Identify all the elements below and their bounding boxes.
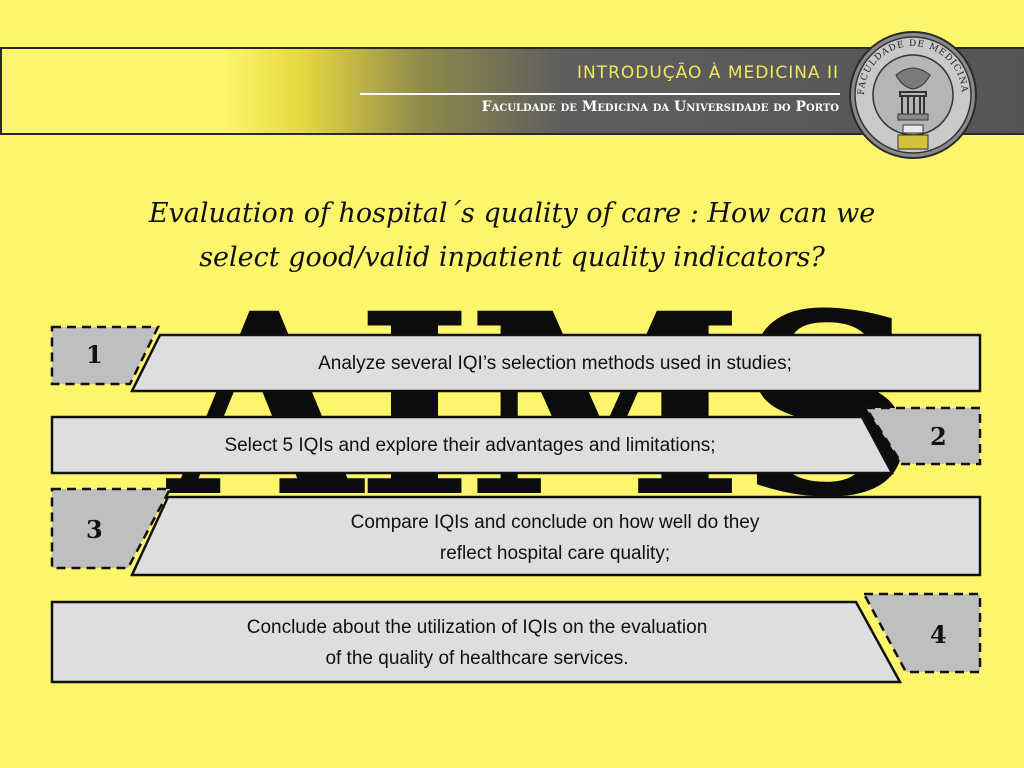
aim-3-text-line-2: reflect hospital care quality; [439, 543, 671, 564]
slide-title-line-2: select good/valid inpatient quality indi… [199, 242, 825, 273]
aims-watermark: AIMS [168, 258, 918, 552]
aim-1-number-tab [50, 325, 161, 386]
aim-2-box [50, 415, 895, 475]
aim-1-box [130, 333, 982, 393]
aim-3-text: Compare IQIs and conclude on how well do… [230, 507, 880, 569]
header-divider [360, 93, 840, 95]
aim-2-text: Select 5 IQIs and explore their advantag… [80, 430, 860, 461]
faculty-name: Faculdade de Medicina da Universidade do… [481, 99, 839, 115]
aim-4-text-line-1: Conclude about the utilization of IQIs o… [246, 617, 708, 638]
aim-1-text-line-1: Analyze several IQI’s selection methods … [318, 353, 792, 374]
aim-3-box [130, 495, 982, 577]
aim-1-number: 1 [86, 340, 103, 369]
aim-3-number-tab [50, 487, 173, 570]
aim-2-text-line-1: Select 5 IQIs and explore their advantag… [224, 435, 716, 456]
faculty-seal-icon: FACULDADE DE MEDICINA DO PORTO [848, 30, 977, 159]
aim-3-number: 3 [86, 515, 103, 544]
slide-title: Evaluation of hospital´s quality of care… [40, 192, 984, 280]
aim-4-text-line-2: of the quality of healthcare services. [325, 648, 629, 669]
course-title: INTRODUÇÃO À MEDICINA II [576, 63, 839, 83]
aim-4-number-tab [862, 592, 982, 674]
aim-4-text: Conclude about the utilization of IQIs o… [127, 612, 827, 674]
aim-1-text: Analyze several IQI’s selection methods … [180, 348, 930, 379]
aim-4-box [50, 600, 903, 684]
aim-3-text-line-1: Compare IQIs and conclude on how well do… [350, 512, 760, 533]
aim-4-number: 4 [930, 620, 947, 649]
slide-title-line-1: Evaluation of hospital´s quality of care… [148, 198, 876, 229]
aim-2-number: 2 [930, 422, 947, 451]
aim-2-number-tab [864, 406, 982, 466]
